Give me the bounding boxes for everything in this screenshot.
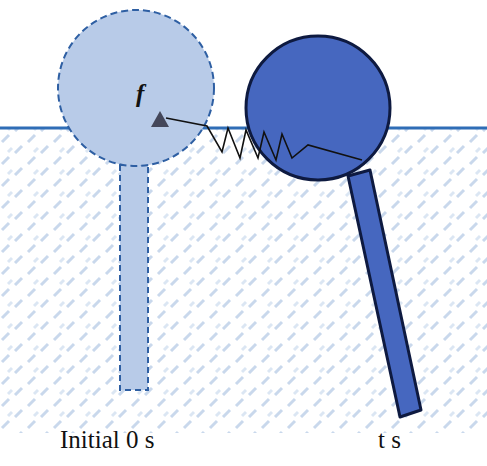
anchor-point	[151, 111, 169, 127]
displaced-stem	[348, 170, 421, 417]
spring	[166, 118, 362, 160]
water-hatching	[0, 128, 487, 433]
force-label: f	[136, 80, 144, 108]
initial-float	[58, 10, 214, 166]
initial-stem	[120, 165, 148, 390]
time-label: Initial 0 s	[60, 426, 154, 454]
time-label: t s	[378, 426, 401, 454]
displaced-float	[246, 36, 390, 180]
